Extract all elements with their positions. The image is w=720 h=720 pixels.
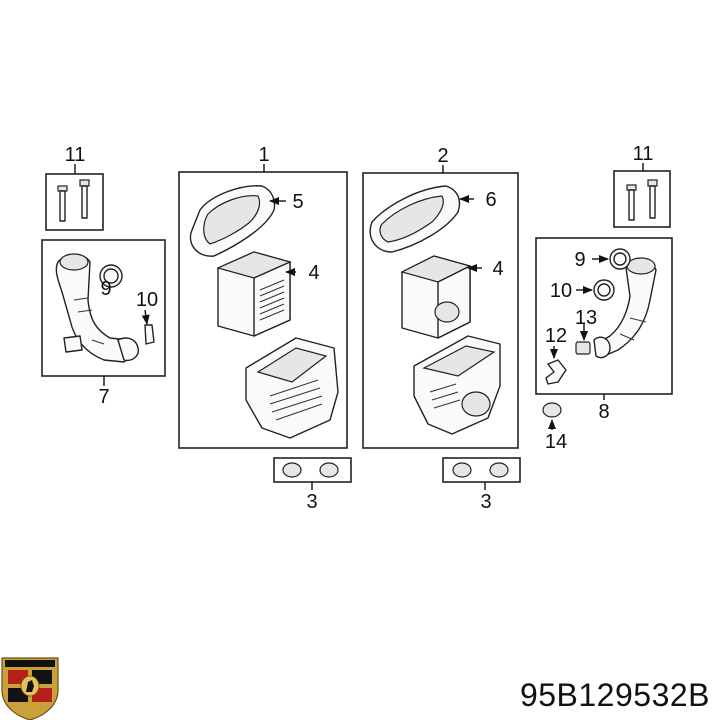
intake-duct-left (55, 253, 139, 363)
airbox-lower-housing-1 (245, 337, 339, 439)
airbox-box-1 (178, 171, 348, 449)
part-number-label: 95B129532B (519, 677, 710, 713)
bolt-pair-right (626, 179, 658, 221)
callout-3-right: 3 (480, 491, 491, 513)
callout-9-right: 9 (574, 249, 585, 271)
callout-5: 5 (292, 191, 303, 213)
callout-1: 1 (258, 144, 269, 166)
callout-3-left: 3 (306, 491, 317, 513)
plug-cap (542, 402, 562, 418)
air-filter-element-5 (189, 185, 276, 257)
sensor-fitting (575, 341, 591, 355)
callout-8: 8 (598, 401, 609, 423)
callout-2: 2 (437, 145, 448, 167)
clamp-left (144, 324, 155, 345)
callout-13: 13 (575, 307, 597, 329)
callout-4-right: 4 (492, 258, 503, 280)
intake-duct-right (593, 257, 657, 359)
filter-housing-4a (216, 251, 292, 337)
callout-6: 6 (485, 189, 496, 211)
air-filter-element-6 (369, 185, 461, 253)
porsche-crest-logo (1, 657, 59, 720)
bolt-box-left (45, 173, 104, 231)
rubber-mounts-right (452, 462, 509, 478)
callout-14: 14 (545, 431, 567, 453)
callout-10-right: 10 (550, 280, 572, 302)
rubber-mounts-left (282, 462, 339, 478)
bolt-pair-left (57, 179, 90, 222)
callout-11-right: 11 (633, 143, 654, 165)
vent-hose (545, 359, 567, 385)
callout-11-left: 11 (65, 144, 86, 166)
callout-9-left: 9 (100, 278, 111, 300)
bolt-box-right (613, 170, 671, 228)
callout-10-left: 10 (136, 289, 158, 311)
callout-12: 12 (545, 325, 567, 347)
callout-7: 7 (98, 386, 109, 408)
airbox-box-2 (362, 172, 519, 449)
filter-housing-4b (400, 255, 472, 339)
mount-box-right (442, 457, 521, 483)
airbox-lower-housing-2 (413, 335, 501, 435)
callout-4-left: 4 (308, 262, 319, 284)
